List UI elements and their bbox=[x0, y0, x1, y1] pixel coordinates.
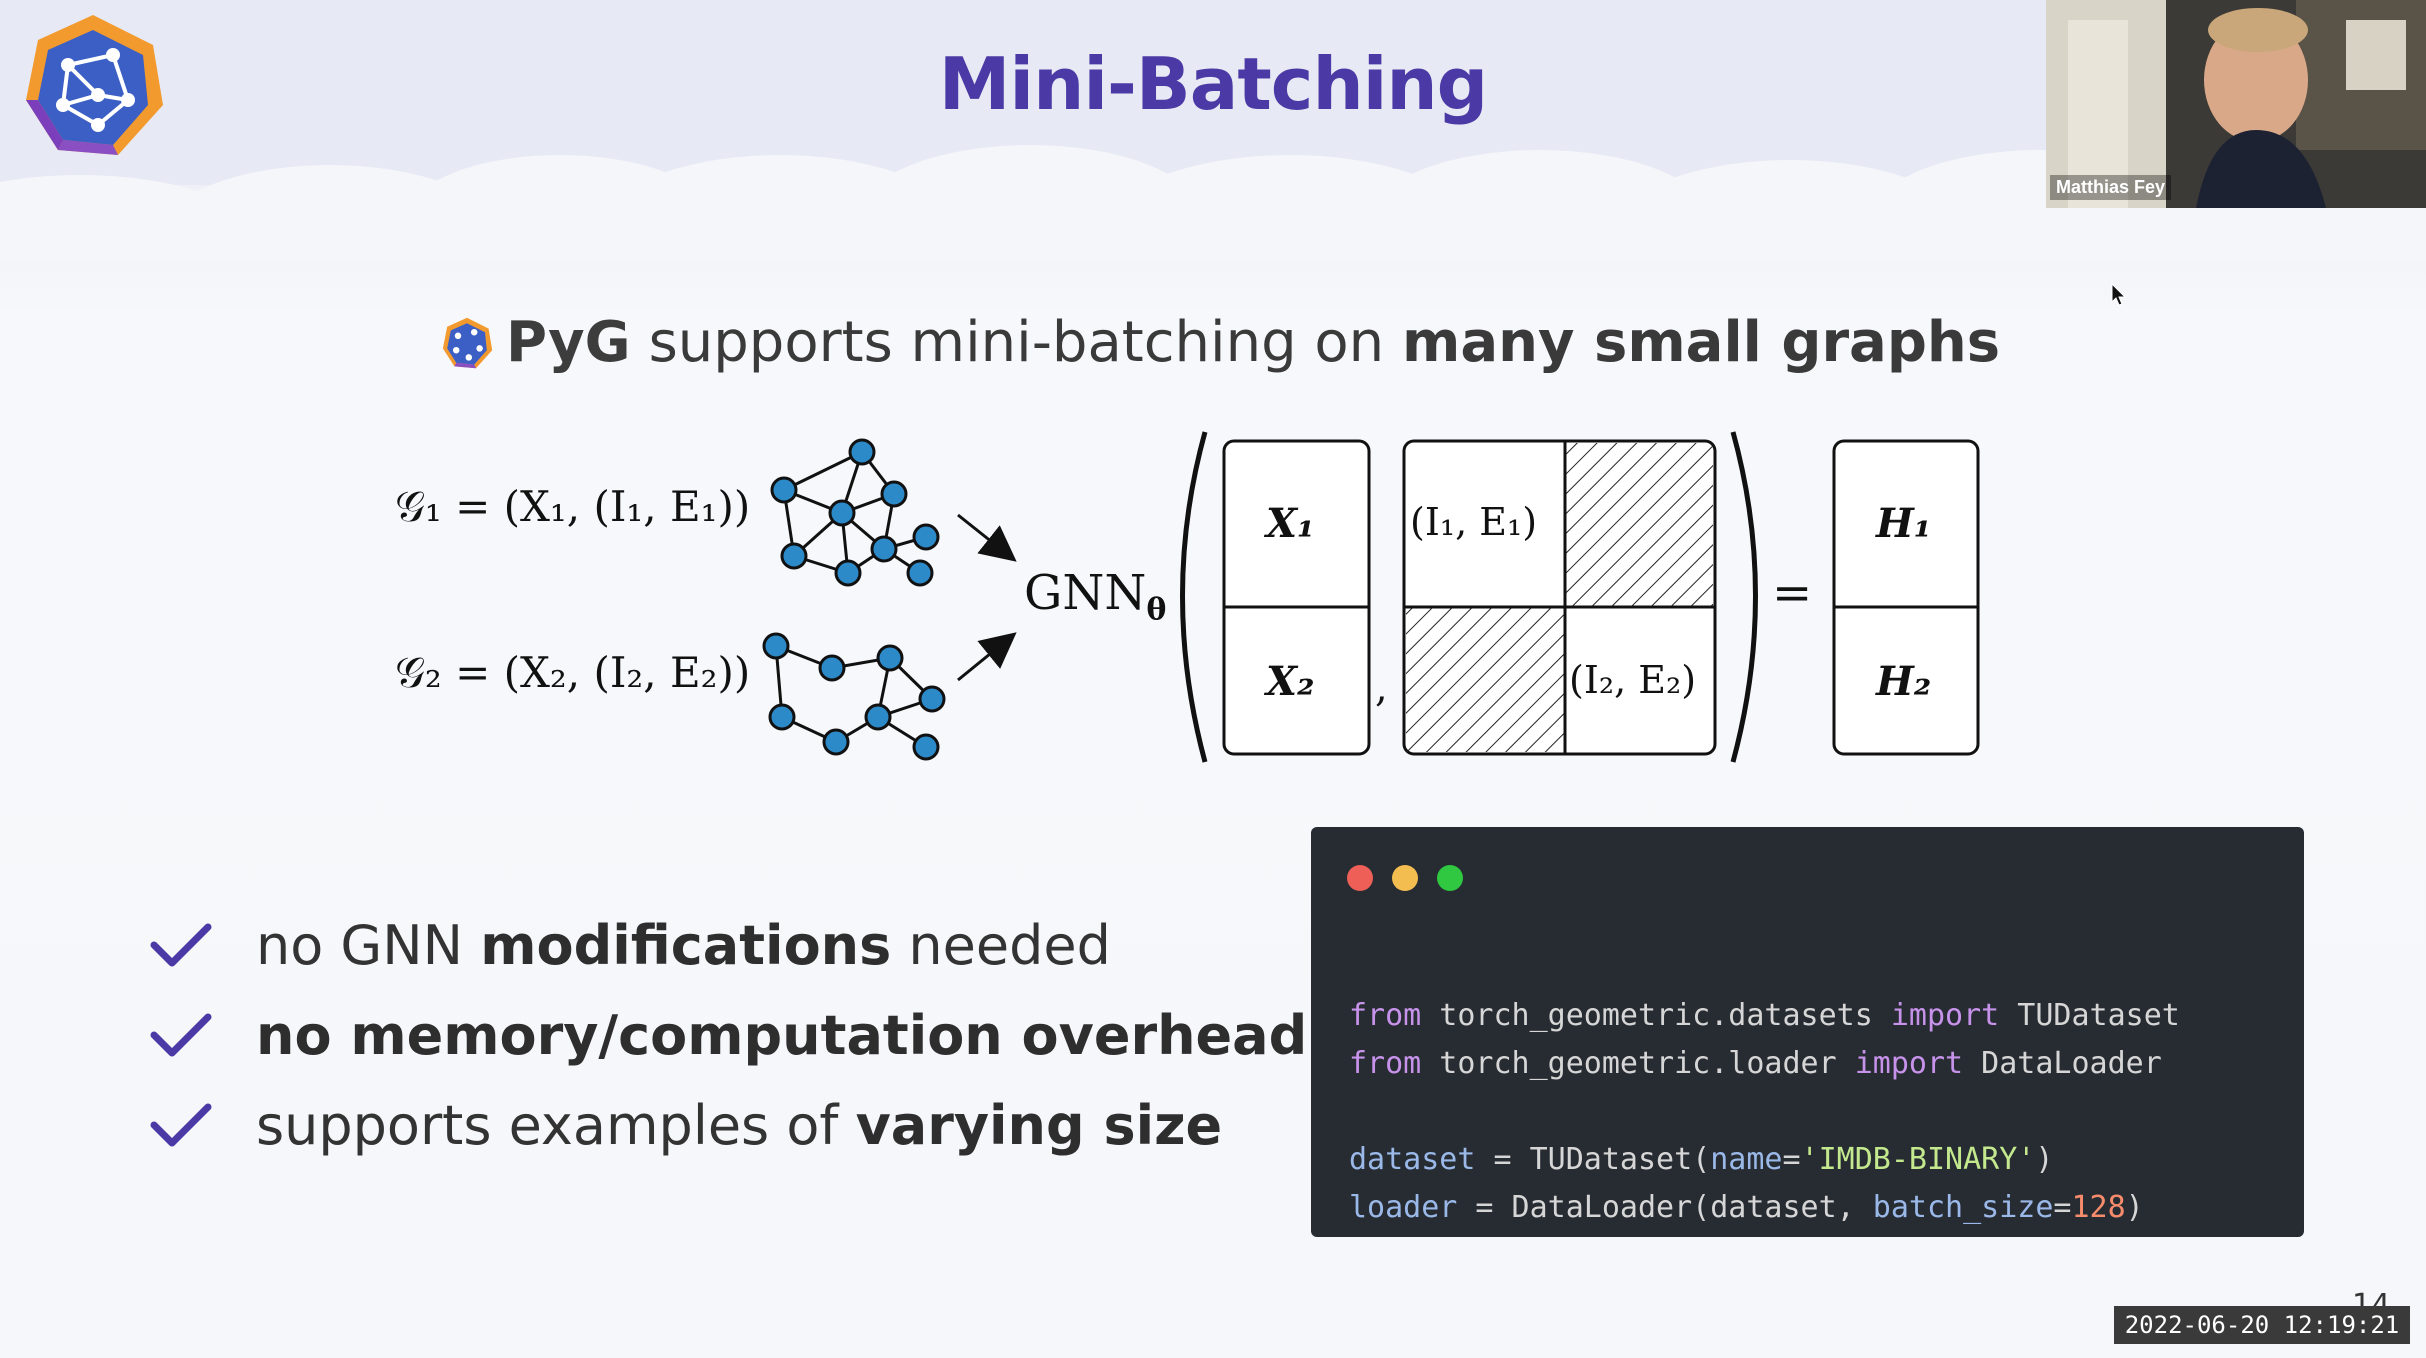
recording-timestamp: 2022-06-20 12:19:21 bbox=[2114, 1306, 2410, 1344]
graph2-label: 𝒢₂ = (X₂, (I₂, E₂)) bbox=[395, 648, 751, 697]
code-line: loader = DataLoader(dataset, batch_size=… bbox=[1349, 1190, 2144, 1225]
graph2 bbox=[774, 644, 934, 749]
headline-strong: many small graphs bbox=[1401, 310, 2001, 375]
code-line: from torch_geometric.datasets import TUD… bbox=[1349, 998, 2180, 1033]
h2-label: H₂ bbox=[1876, 658, 1932, 705]
graph1-node bbox=[912, 523, 940, 551]
graph1-node bbox=[770, 476, 798, 504]
slide-title: Mini-Batching bbox=[938, 42, 1488, 126]
graph2-node bbox=[864, 703, 892, 731]
right-paren bbox=[1730, 431, 1758, 763]
x1-label: X₁ bbox=[1266, 500, 1315, 547]
ie1-label: (I₁, E₁) bbox=[1410, 500, 1538, 544]
feature-checklist: no GNN modifications needed no memory/co… bbox=[150, 900, 1307, 1170]
pyg-brand: PyG bbox=[506, 310, 631, 375]
graph1-node bbox=[906, 559, 934, 587]
graph1-node bbox=[848, 438, 876, 466]
graph2-node bbox=[918, 685, 946, 713]
headline-text: supports mini-batching on bbox=[648, 310, 1385, 375]
comma-label: , bbox=[1375, 665, 1388, 711]
checklist-item: no GNN modifications needed bbox=[150, 900, 1307, 990]
graph2-node bbox=[876, 644, 904, 672]
slide-headline: PyG supports mini-batching on many small… bbox=[440, 310, 2000, 375]
h-matrix-box bbox=[1832, 439, 1980, 756]
graph1-node bbox=[780, 542, 808, 570]
code-window: from torch_geometric.datasets import TUD… bbox=[1311, 827, 2304, 1237]
checklist-item: no memory/computation overhead bbox=[150, 990, 1307, 1080]
mouse-cursor-icon bbox=[2111, 283, 2127, 306]
checklist-item: supports examples of varying size bbox=[150, 1080, 1307, 1170]
cloud-banner bbox=[0, 0, 2426, 260]
code-block: from torch_geometric.datasets import TUD… bbox=[1349, 944, 2180, 1232]
graph1-node bbox=[834, 559, 862, 587]
batching-diagram bbox=[762, 431, 1980, 763]
graph1-node bbox=[870, 535, 898, 563]
minimize-dot bbox=[1392, 865, 1418, 891]
pyg-logo bbox=[26, 15, 163, 155]
check-icon bbox=[150, 1013, 212, 1057]
graph2-node bbox=[762, 632, 790, 660]
graph2-node bbox=[822, 728, 850, 756]
code-line: dataset = TUDataset(name='IMDB-BINARY') bbox=[1349, 1142, 2054, 1177]
check-icon bbox=[150, 923, 212, 967]
arrow-graph2 bbox=[957, 632, 1017, 682]
check-icon bbox=[150, 1103, 212, 1147]
left-paren bbox=[1180, 431, 1208, 763]
h1-label: H₁ bbox=[1876, 500, 1932, 547]
code-line bbox=[1349, 1088, 2180, 1136]
maximize-dot bbox=[1437, 865, 1463, 891]
x-matrix-box bbox=[1222, 439, 1371, 756]
participant-video[interactable]: Matthias Fey bbox=[2046, 0, 2426, 208]
graph2-node bbox=[818, 654, 846, 682]
graph2-node bbox=[768, 703, 796, 731]
pyg-mini-logo bbox=[442, 317, 493, 368]
close-dot bbox=[1347, 865, 1373, 891]
ie2-label: (I₂, E₂) bbox=[1569, 658, 1697, 702]
graph1-node bbox=[880, 480, 908, 508]
participant-name: Matthias Fey bbox=[2050, 175, 2172, 200]
code-line: from torch_geometric.loader import DataL… bbox=[1349, 1046, 2162, 1081]
graph2-node bbox=[912, 733, 940, 761]
graph1-label: 𝒢₁ = (X₁, (I₁, E₁)) bbox=[395, 482, 751, 531]
equals-label: = bbox=[1772, 565, 1813, 621]
arrow-graph1 bbox=[957, 513, 1017, 562]
x2-label: X₂ bbox=[1266, 658, 1315, 705]
participant-avatar bbox=[2046, 0, 2426, 208]
graph1-node bbox=[828, 499, 856, 527]
gnn-label: GNNθ bbox=[1024, 565, 1167, 628]
